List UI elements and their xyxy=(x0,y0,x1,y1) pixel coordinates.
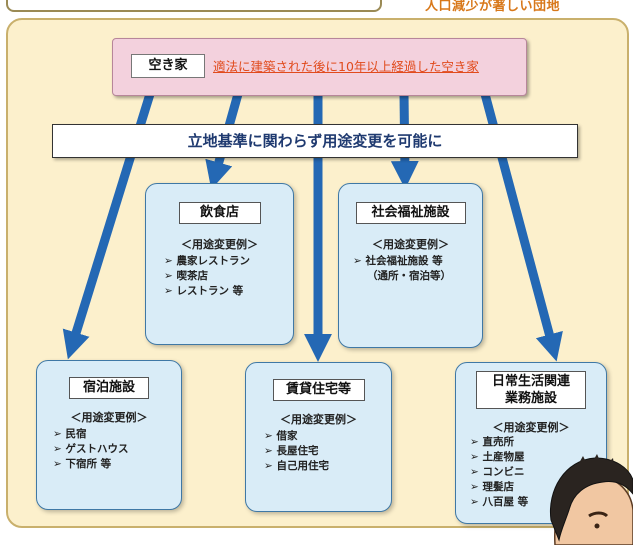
list-item: ➢ 社会福祉施設 等 xyxy=(353,255,443,267)
card-lodging: 宿泊施設 ＜用途変更例＞ ➢ 民宿 ➢ ゲストハウス ➢ 下宿所 等 xyxy=(36,360,182,510)
card-daily-life-list: ➢ 直売所 ➢ 土産物屋 ➢ コンビニ ➢ 理髪店 ➢ 八百屋 等 xyxy=(470,435,528,510)
card-rental-title: 賃貸住宅等 xyxy=(272,379,365,401)
card-restaurant-title: 飲食店 xyxy=(178,202,261,224)
vacant-house-label: 空き家 xyxy=(131,54,205,78)
list-item: ➢ 民宿 xyxy=(53,428,87,440)
card-restaurant-examples-title: ＜用途変更例＞ xyxy=(181,238,258,251)
card-rental-examples-title: ＜用途変更例＞ xyxy=(280,413,357,426)
list-item: ➢ ゲストハウス xyxy=(53,443,129,455)
card-restaurant: 飲食店 ＜用途変更例＞ ➢ 農家レストラン ➢ 喫茶店 ➢ レストラン 等 xyxy=(145,183,294,345)
card-welfare-examples-title: ＜用途変更例＞ xyxy=(372,238,449,251)
cartoon-person-image xyxy=(549,454,633,545)
card-lodging-examples-title: ＜用途変更例＞ xyxy=(70,411,148,424)
card-welfare-list: ➢ 社会福祉施設 等 （通所・宿泊等） xyxy=(353,254,451,284)
list-item: ➢ 長屋住宅 xyxy=(264,445,319,457)
list-item: ➢ 下宿所 等 xyxy=(53,458,112,470)
list-item: ➢ 喫茶店 xyxy=(164,270,208,282)
card-lodging-title: 宿泊施設 xyxy=(69,377,149,399)
list-item: （通所・宿泊等） xyxy=(367,270,451,282)
card-daily-life-title-line1: 日常生活関連 xyxy=(491,374,570,389)
list-item: ➢ レストラン 等 xyxy=(164,285,244,297)
list-item: ➢ 土産物屋 xyxy=(470,451,525,463)
vacant-house-bar: 空き家 適法に建築された後に10年以上経過した空き家 xyxy=(112,38,527,96)
list-item: ➢ 自己用住宅 xyxy=(264,460,329,472)
list-item: ➢ 借家 xyxy=(264,430,298,442)
card-lodging-list: ➢ 民宿 ➢ ゲストハウス ➢ 下宿所 等 xyxy=(53,427,128,472)
list-item: ➢ 八百屋 等 xyxy=(470,496,529,508)
list-item: ➢ 農家レストラン xyxy=(164,255,250,267)
top-caption: 人口減少が著しい団地 xyxy=(425,0,561,14)
card-restaurant-list: ➢ 農家レストラン ➢ 喫茶店 ➢ レストラン 等 xyxy=(164,254,250,299)
speech-bubble-top xyxy=(6,0,382,12)
list-item: ➢ コンビニ xyxy=(470,466,525,478)
card-rental-list: ➢ 借家 ➢ 長屋住宅 ➢ 自己用住宅 xyxy=(264,429,329,474)
card-rental: 賃貸住宅等 ＜用途変更例＞ ➢ 借家 ➢ 長屋住宅 ➢ 自己用住宅 xyxy=(245,362,392,512)
card-daily-life-title: 日常生活関連 業務施設 xyxy=(476,371,586,409)
list-item: ➢ 理髪店 xyxy=(470,481,514,493)
list-item: ➢ 直売所 xyxy=(470,436,514,448)
vacant-house-definition: 適法に建築された後に10年以上経過した空き家 xyxy=(213,59,479,74)
card-daily-life-examples-title: ＜用途変更例＞ xyxy=(492,421,570,434)
card-daily-life-title-line2: 業務施設 xyxy=(504,391,557,406)
card-welfare-title: 社会福祉施設 xyxy=(355,202,466,224)
card-welfare: 社会福祉施設 ＜用途変更例＞ ➢ 社会福祉施設 等 （通所・宿泊等） xyxy=(338,183,483,348)
policy-banner: 立地基準に関わらず用途変更を可能に xyxy=(52,124,578,158)
